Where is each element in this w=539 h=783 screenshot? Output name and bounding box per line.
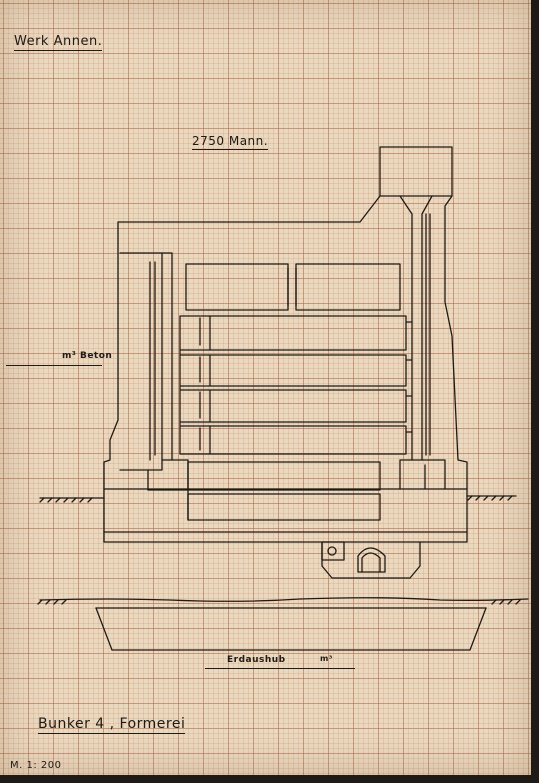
sub-foundation <box>321 541 421 579</box>
left-shaft <box>119 252 163 471</box>
lower-room-1 <box>187 461 381 491</box>
storey-room-right-stubs <box>405 321 413 433</box>
bunker-title: Bunker 4 , Formerei <box>38 716 186 734</box>
capacity-label: 2750 Mann. <box>192 134 269 150</box>
ground-hatch-right <box>467 495 513 501</box>
excavation-hatch-right <box>491 599 521 605</box>
excavation-pit <box>95 607 487 651</box>
concrete-volume-label: m³ Beton <box>62 351 113 361</box>
storey-room-1 <box>209 315 407 351</box>
storey-room-4 <box>209 425 407 455</box>
upper-room-left <box>185 263 289 311</box>
storey-room-3 <box>209 389 407 423</box>
right-tower-right <box>421 195 433 461</box>
lower-room-2 <box>187 493 381 521</box>
left-shaft-inner <box>149 252 173 461</box>
storey-room-left-stubs <box>179 315 211 455</box>
bunker-outline <box>103 146 468 543</box>
werk-title: Werk Annen. <box>14 34 103 51</box>
excavation-line <box>205 668 355 669</box>
tunnel-entrance <box>357 547 386 573</box>
excavation-hatch-left <box>37 599 67 605</box>
right-tower-foot <box>399 459 446 490</box>
scale-label: M. 1: 200 <box>10 760 62 771</box>
ground-hatch-left <box>39 497 93 503</box>
excavation-top <box>39 597 529 602</box>
right-tower-left <box>399 195 413 461</box>
utility-box <box>321 541 345 561</box>
storey-room-2 <box>209 354 407 387</box>
upper-room-divider <box>287 267 297 307</box>
excavation-label: Erdaushub <box>227 655 286 665</box>
upper-room-right <box>295 263 401 311</box>
tunnel-inner <box>361 552 381 573</box>
right-tower-inner <box>425 213 431 456</box>
excavation-unit: m³ <box>320 654 333 663</box>
graph-paper-sheet: Werk Annen. 2750 Mann. m³ Beton Erdaushu… <box>0 0 531 775</box>
concrete-volume-line <box>6 365 102 366</box>
duct-opening <box>327 546 337 556</box>
lower-left-block <box>147 459 189 521</box>
